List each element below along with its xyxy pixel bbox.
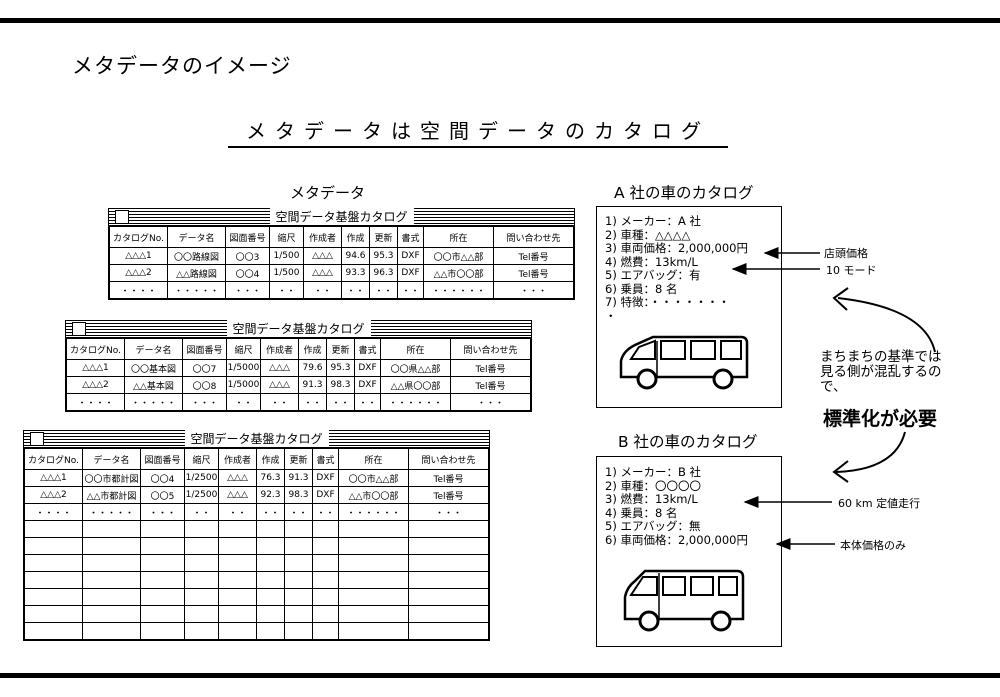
table-row: △△△2 △△基本図 〇〇8 1/5000 △△△ 91.3 98.3 DXF … [66,376,531,394]
table-row: △△△1 〇〇市都計図 〇〇4 1/2500 △△△ 76.3 91.3 DXF… [24,469,489,487]
table-cell: ・・・・・ [167,281,226,299]
top-rule [0,18,1000,23]
curved-arrow-bottom-icon [835,431,906,473]
spec-line: 1) メーカー：B 社 [605,465,702,479]
note-line: 見る側が混乱するの [820,364,942,380]
table-cell: ・・ [260,393,299,411]
window-title-bar: 空間データ基盤カタログ [109,208,574,226]
annotation-60km: 60 km 定値走行 [838,497,921,510]
van-icon [623,569,745,632]
table-row [24,520,489,538]
spec-line: 5) エアバッグ：有 [605,268,701,282]
catalog-table: カタログNo. データ名 図面番号 縮尺 作成者 作成 更新 書式 所在 問い合… [109,226,574,299]
subtitle: メタデータは空間データのカタログ [228,115,728,148]
table-row [24,605,489,623]
catalog-window-front: 空間データ基盤カタログ カタログNo. データ名 図面番号 縮尺 作成者 作成 … [23,430,490,641]
catalog-table: カタログNo. データ名 図面番号 縮尺 作成者 作成 更新 書式 所在 問い合… [24,448,489,640]
table-cell: ・・・・ [109,281,168,299]
spec-line: 5) エアバッグ：無 [605,519,701,533]
catalog-table: カタログNo. データ名 図面番号 縮尺 作成者 作成 更新 書式 所在 問い合… [66,338,531,411]
catalog-window-back: 空間データ基盤カタログ カタログNo. データ名 図面番号 縮尺 作成者 作成 … [108,208,575,300]
company-a-catalog: 1) メーカー：A 社 2) 車種：△△△△ 3) 車両価格：2,000,000… [596,206,782,408]
spec-line: 4) 乗員：8 名 [605,505,678,520]
window-close-box-icon [30,432,44,446]
curved-arrow-top-icon [837,297,936,353]
van-icon [619,335,749,390]
table-row [24,554,489,572]
window-title: 空間データ基盤カタログ [226,320,371,337]
annotation-body-price: 本体価格のみ [840,539,906,552]
spec-line: 6) 車両価格：2,000,000円 [605,532,748,547]
table-cell: ・・・ [493,281,574,299]
table-row: ・・・・ ・・・・・ ・・・ ・・ ・・ ・・ ・・ ・・ ・・・・・・ ・・・ [66,393,531,411]
spec-line: ・ [605,308,617,323]
spec-line: 1) メーカー：A 社 [605,214,701,228]
table-cell: ・・・ [450,393,531,411]
table-header-row: カタログNo. データ名 図面番号 縮尺 作成者 作成 更新 書式 所在 問い合… [24,448,489,470]
note-line: まちまちの基準では [820,349,942,365]
standardization-needed: 標準化が必要 [823,408,938,430]
spec-line: 7) 特徴：・・・・・・・ [605,295,730,309]
spec-line: 4) 燃費：13km/L [605,254,698,269]
window-close-box-icon [115,210,129,224]
spec-line: 2) 車種：〇〇〇〇 [605,478,701,493]
company-a-heading: A 社の車のカタログ [614,184,754,202]
annotation-10-mode: 10 モード [826,264,877,277]
table-row: ・・・・ ・・・・・ ・・・ ・・ ・・ ・・ ・・ ・・ ・・・・・・ ・・・ [109,281,574,299]
spec-line: 6) 乗員：8 名 [605,281,678,296]
metadata-label: メタデータ [290,184,366,202]
window-title: 空間データ基盤カタログ [269,208,414,225]
table-row: △△△2 △△市都計図 〇〇5 1/2500 △△△ 92.3 98.3 DXF… [24,486,489,504]
page-title: メタデータのイメージ [72,54,292,78]
catalog-window-middle: 空間データ基盤カタログ カタログNo. データ名 図面番号 縮尺 作成者 作成 … [65,320,532,412]
table-cell: ・・ [303,281,342,299]
table-row [24,571,489,589]
spec-line: 2) 車種：△△△△ [605,227,691,242]
table-cell: ・・・・ [66,393,125,411]
table-row: △△△2 △△路線図 〇〇4 1/500 △△△ 93.3 96.3 DXF △… [109,264,574,282]
table-row [24,588,489,606]
window-title-bar: 空間データ基盤カタログ [24,430,489,448]
confusion-note: まちまちの基準では 見る側が混乱するの で、 [820,350,942,395]
annotation-store-price: 店頭価格 [824,247,868,260]
table-header-row: カタログNo. データ名 図面番号 縮尺 作成者 作成 更新 書式 所在 問い合… [66,338,531,360]
table-row [24,622,489,640]
window-close-box-icon [72,322,86,336]
window-title: 空間データ基盤カタログ [184,430,329,447]
company-b-heading: B 社の車のカタログ [618,433,758,451]
spec-line: 3) 車両価格：2,000,000円 [605,241,748,255]
spec-line: 3) 燃費：13km/L [605,492,698,506]
table-row [24,537,489,555]
window-title-bar: 空間データ基盤カタログ [66,320,531,338]
bottom-rule [0,673,1000,678]
table-row: △△△1 〇〇路線図 〇〇3 1/500 △△△ 94.6 95.3 DXF 〇… [109,247,574,265]
note-line: で、 [820,379,847,395]
company-b-catalog: 1) メーカー：B 社 2) 車種：〇〇〇〇 3) 燃費：13km/L 4) 乗… [596,456,782,647]
